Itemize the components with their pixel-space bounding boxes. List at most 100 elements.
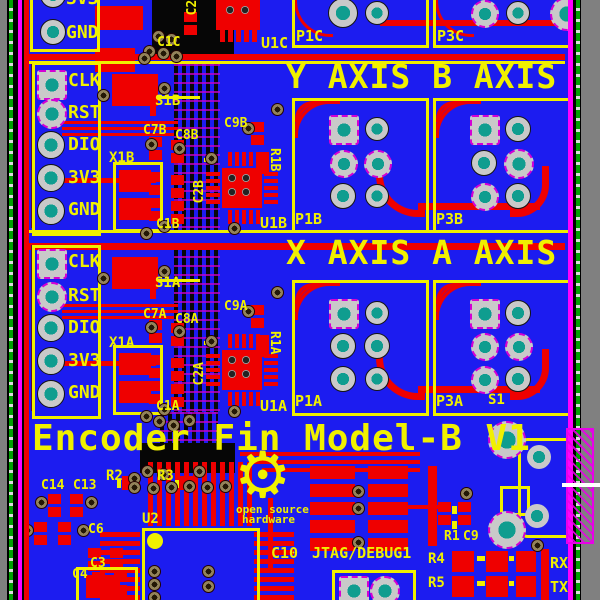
copper-component-pad[interactable] xyxy=(486,551,508,572)
through-hole-pad[interactable] xyxy=(37,70,67,100)
copper-component-pad[interactable] xyxy=(249,392,253,406)
copper-component-pad[interactable] xyxy=(157,462,162,526)
via-pad[interactable] xyxy=(165,481,178,494)
copper-component-pad[interactable] xyxy=(235,334,239,348)
copper-component-pad[interactable] xyxy=(228,30,233,42)
connector-a-outline[interactable] xyxy=(32,245,101,419)
copper-component-pad[interactable] xyxy=(264,375,278,379)
via-pad[interactable] xyxy=(85,496,98,509)
capacitor-body[interactable] xyxy=(58,522,71,545)
through-hole-pad[interactable] xyxy=(37,99,67,129)
copper-component-pad[interactable] xyxy=(310,466,355,479)
copper-component-pad[interactable] xyxy=(175,462,180,526)
through-hole-pad[interactable] xyxy=(471,333,499,361)
copper-component-pad[interactable] xyxy=(249,152,253,166)
via-pad[interactable] xyxy=(183,414,196,427)
copper-component-pad[interactable] xyxy=(254,595,294,600)
via-pad[interactable] xyxy=(157,468,170,481)
capacitor-body[interactable] xyxy=(438,502,451,525)
copper-component-pad[interactable] xyxy=(256,210,260,224)
via-pad[interactable] xyxy=(242,305,255,318)
through-hole-pad[interactable] xyxy=(37,314,65,342)
copper-component-pad[interactable] xyxy=(264,186,278,190)
via-pad[interactable] xyxy=(173,325,186,338)
via-pad[interactable] xyxy=(193,465,206,478)
copper-component-pad[interactable] xyxy=(206,382,220,386)
copper-component-pad[interactable] xyxy=(428,466,437,546)
via-pad[interactable] xyxy=(128,481,141,494)
through-hole-pad[interactable] xyxy=(330,150,358,178)
copper-component-pad[interactable] xyxy=(244,30,249,42)
copper-component-pad[interactable] xyxy=(95,6,143,30)
copper-component-pad[interactable] xyxy=(310,538,355,551)
through-hole-pad[interactable] xyxy=(37,380,65,408)
via-pad[interactable] xyxy=(202,580,215,593)
through-hole-pad[interactable] xyxy=(37,249,67,279)
capacitor-body[interactable] xyxy=(48,494,61,517)
copper-component-pad[interactable] xyxy=(264,354,278,358)
copper-component-pad[interactable] xyxy=(235,392,239,406)
through-hole-pad[interactable] xyxy=(328,0,358,28)
copper-component-pad[interactable] xyxy=(254,586,294,591)
through-hole-pad[interactable] xyxy=(365,1,389,25)
copper-component-pad[interactable] xyxy=(119,381,151,403)
capacitor-body[interactable] xyxy=(171,175,184,198)
via-pad[interactable] xyxy=(140,410,153,423)
copper-component-pad[interactable] xyxy=(242,334,246,348)
capacitor-body[interactable] xyxy=(114,572,127,595)
copper-component-pad[interactable] xyxy=(254,559,294,564)
via-pad[interactable] xyxy=(77,524,90,537)
copper-component-pad[interactable] xyxy=(264,179,278,183)
copper-component-pad[interactable] xyxy=(310,484,355,497)
through-hole-pad[interactable] xyxy=(364,150,392,178)
via-pad[interactable] xyxy=(460,487,473,500)
copper-component-pad[interactable] xyxy=(228,210,232,224)
copper-component-pad[interactable] xyxy=(252,30,257,42)
copper-component-pad[interactable] xyxy=(368,538,408,551)
via-pad[interactable] xyxy=(271,103,284,116)
copper-component-pad[interactable] xyxy=(206,193,220,197)
through-hole-pad[interactable] xyxy=(505,116,531,142)
via-pad[interactable] xyxy=(173,142,186,155)
via-pad[interactable] xyxy=(141,465,154,478)
through-hole-pad[interactable] xyxy=(330,366,356,392)
via-pad[interactable] xyxy=(531,539,544,552)
copper-component-pad[interactable] xyxy=(242,210,246,224)
copper-component-pad[interactable] xyxy=(206,186,220,190)
copper-component-pad[interactable] xyxy=(256,392,260,406)
capacitor-body[interactable] xyxy=(149,355,162,378)
capacitor-body[interactable] xyxy=(171,358,184,381)
copper-component-pad[interactable] xyxy=(254,550,294,555)
copper-component-pad[interactable] xyxy=(254,577,294,582)
capacitor-body[interactable] xyxy=(70,494,83,517)
copper-component-pad[interactable] xyxy=(368,520,408,533)
via-pad[interactable] xyxy=(145,321,158,334)
copper-component-pad[interactable] xyxy=(541,575,549,600)
copper-component-pad[interactable] xyxy=(452,576,474,597)
through-hole-pad[interactable] xyxy=(525,504,549,528)
through-hole-pad[interactable] xyxy=(37,164,65,192)
through-hole-pad[interactable] xyxy=(488,421,526,459)
copper-component-pad[interactable] xyxy=(264,193,278,197)
capacitor-body[interactable] xyxy=(184,12,197,35)
through-hole-pad[interactable] xyxy=(370,576,400,600)
via-pad[interactable] xyxy=(205,152,218,165)
copper-component-pad[interactable] xyxy=(228,392,232,406)
via-pad[interactable] xyxy=(219,480,232,493)
via-pad[interactable] xyxy=(228,222,241,235)
through-hole-pad[interactable] xyxy=(505,300,531,326)
copper-component-pad[interactable] xyxy=(368,466,408,479)
copper-component-pad[interactable] xyxy=(516,576,536,597)
via-pad[interactable] xyxy=(170,50,183,63)
through-hole-pad[interactable] xyxy=(40,19,66,45)
copper-component-pad[interactable] xyxy=(254,532,294,537)
copper-component-pad[interactable] xyxy=(100,595,140,600)
capacitor-body[interactable] xyxy=(149,381,162,404)
via-pad[interactable] xyxy=(352,485,365,498)
copper-component-pad[interactable] xyxy=(206,354,220,358)
capacitor-body[interactable] xyxy=(149,172,162,195)
capacitor-body[interactable] xyxy=(34,522,47,545)
copper-component-pad[interactable] xyxy=(216,0,260,30)
through-hole-pad[interactable] xyxy=(505,183,531,209)
capacitor-body[interactable] xyxy=(458,502,471,525)
